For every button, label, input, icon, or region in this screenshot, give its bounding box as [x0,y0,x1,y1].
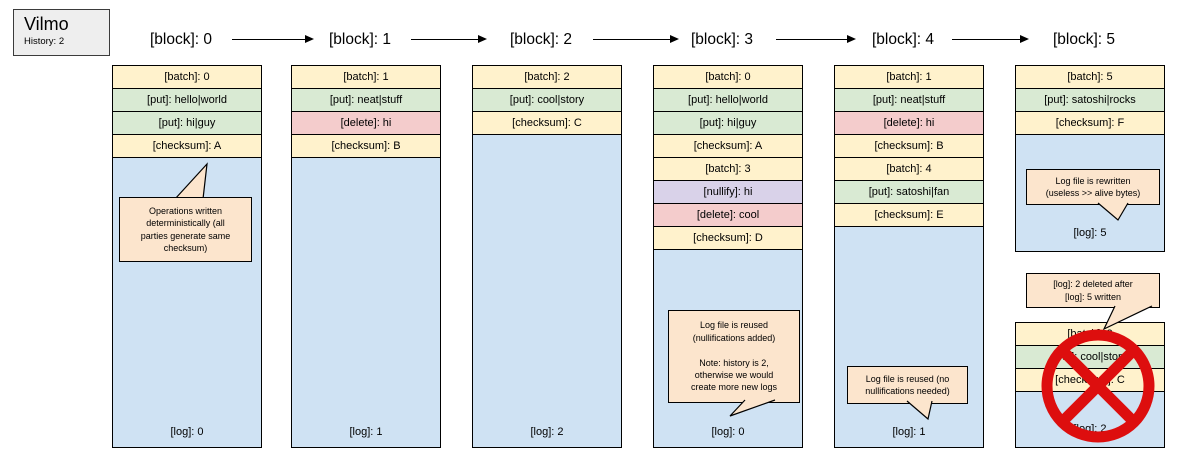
vilmo-history: History: 2 [24,35,65,47]
bubble-tail [906,400,933,421]
block-header-2: [block]: 2 [509,31,573,48]
op-row-batch: [batch]: 1 [292,66,440,89]
flow-arrow [232,35,314,43]
op-row-batch: [batch]: 2 [473,66,621,89]
flow-arrow [776,35,856,43]
op-row-checksum: [checksum]: B [292,135,440,158]
prohibition-icon [1041,329,1155,443]
vilmo-title: Vilmo [24,14,69,34]
log-label: [log]: 5 [1073,227,1107,239]
block-column-2: [batch]: 2[put]: cool|story[checksum]: C… [472,65,622,448]
block-header-4: [block]: 4 [871,31,935,48]
block-header-1: [block]: 1 [328,31,392,48]
op-row-put: [put]: cool|story [473,89,621,112]
op-row-delete: [delete]: cool [654,204,802,227]
op-row-batch: [batch]: 0 [654,66,802,89]
op-rows: [batch]: 0[put]: hello|world[put]: hi|gu… [654,66,802,250]
flow-arrow [952,35,1029,43]
bubble-tail [729,399,776,417]
op-row-delete: [delete]: hi [835,112,983,135]
op-row-delete: [delete]: hi [292,112,440,135]
bubble-tail [1102,305,1153,331]
op-row-batch: [batch]: 5 [1016,66,1164,89]
op-row-checksum: [checksum]: A [113,135,261,158]
log-label: [log]: 0 [711,426,745,438]
op-row-batch: [batch]: 0 [113,66,261,89]
op-rows: [batch]: 0[put]: hello|world[put]: hi|gu… [113,66,261,158]
op-row-put: [put]: hello|world [113,89,261,112]
op-rows: [batch]: 2[put]: cool|story[checksum]: C [473,66,621,135]
note-bubble-log-rewritten: Log file is rewritten (useless >> alive … [1026,169,1160,205]
op-rows: [batch]: 5[put]: satoshi|rocks[checksum]… [1016,66,1164,135]
vilmo-box: Vilmo History: 2 [13,9,110,56]
op-row-batch: [batch]: 3 [654,158,802,181]
bubble-tail [1097,202,1129,221]
op-rows: [batch]: 1[put]: neat|stuff[delete]: hi[… [292,66,440,158]
op-row-put: [put]: neat|stuff [835,89,983,112]
block-header-3: [block]: 3 [690,31,754,48]
op-row-checksum: [checksum]: E [835,204,983,227]
op-row-checksum: [checksum]: A [654,135,802,158]
flow-arrow [593,35,679,43]
op-row-batch: [batch]: 4 [835,158,983,181]
block-header-0: [block]: 0 [149,31,213,48]
block-column-1: [batch]: 1[put]: neat|stuff[delete]: hi[… [291,65,441,448]
op-row-checksum: [checksum]: D [654,227,802,250]
bubble-tail [174,162,208,200]
op-row-put: [put]: neat|stuff [292,89,440,112]
note-bubble-log-reused: Log file is reused (no nullifications ne… [847,366,968,404]
op-row-put: [put]: hi|guy [113,112,261,135]
op-row-put: [put]: satoshi|fan [835,181,983,204]
op-row-put: [put]: hello|world [654,89,802,112]
log-label: [log]: 0 [170,426,204,438]
log-label: [log]: 1 [349,426,383,438]
op-row-put: [put]: satoshi|rocks [1016,89,1164,112]
op-row-nullify: [nullify]: hi [654,181,802,204]
op-row-checksum: [checksum]: F [1016,112,1164,135]
log-label: [log]: 1 [892,426,926,438]
op-row-checksum: [checksum]: B [835,135,983,158]
note-bubble-log-reused-nullify: Log file is reused (nullifications added… [668,310,800,403]
op-row-batch: [batch]: 1 [835,66,983,89]
note-bubble-determinism: Operations written deterministically (al… [119,197,252,262]
flow-arrow [411,35,487,43]
block-header-5: [block]: 5 [1052,31,1116,48]
op-rows: [batch]: 1[put]: neat|stuff[delete]: hi[… [835,66,983,227]
note-bubble-log-deleted: [log]: 2 deleted after [log]: 5 written [1026,273,1160,308]
log-label: [log]: 2 [530,426,564,438]
op-row-checksum: [checksum]: C [473,112,621,135]
block-column-5: [batch]: 5[put]: satoshi|rocks[checksum]… [1015,65,1165,252]
op-row-put: [put]: hi|guy [654,112,802,135]
